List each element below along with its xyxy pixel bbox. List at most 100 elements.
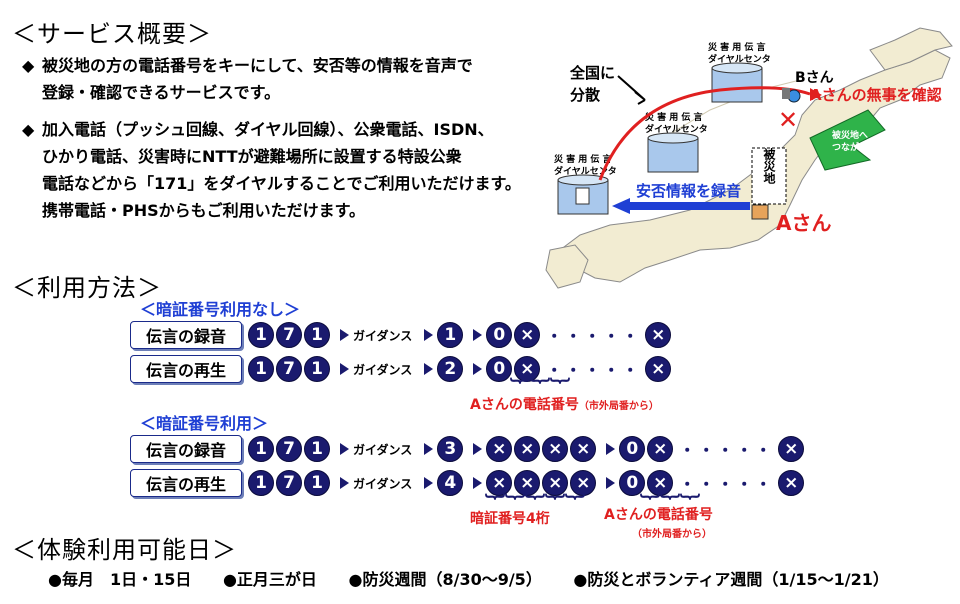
record-label-box: 伝言の録音 [130,435,242,463]
guidance-label: ガイダンス [353,328,413,343]
arrow-right-icon [424,363,434,375]
hokkaido-shape [869,27,953,71]
no-pin-title: ＜暗証番号利用なし＞ [140,300,301,319]
arrow-right-icon [340,443,349,455]
svg-text:つながりにくい: つながりにくい [832,141,895,153]
record-label: 安否情報を録音 [636,182,741,200]
digit-x: × [570,470,597,496]
trial-item-2: ●正月三が日 [222,570,317,589]
row-play-pin: 伝言の再生 1 7 1 ガイダンス 4 × × × × 0 × ・・・・・ × [130,468,806,498]
trial-item-4: ●防災とボランティア週間（1/15～1/21） [573,570,889,589]
busy-note-arrow: 被災地へ つながりにくい [809,109,895,171]
dots: ・・・・・ [546,327,642,346]
digit-x: × [647,470,674,496]
digit-x: × [486,436,513,462]
method-heading: ＜利用方法＞ [12,274,162,302]
phone-a-icon [751,204,769,220]
message-center-3-icon [557,174,609,215]
digit-x: × [514,322,541,348]
japan-land-shape [559,49,951,283]
digit-7: 7 [276,356,302,382]
kyushu-shape [545,244,589,289]
row-record-no-pin: 伝言の録音 1 7 1 ガイダンス 1 0 × ・・・・・ × [130,320,673,350]
arrow-right-icon [424,477,434,489]
digit-x: × [542,470,569,496]
record-arrow [612,198,750,214]
guidance-label: ガイダンス [353,362,413,377]
digit-1: 1 [304,470,330,496]
brace-phone-2: ︸︸︸ [640,492,700,516]
trial-days: ●毎月 1日・15日 ●正月三が日 ●防災週間（8/30～9/5） ●防災とボラ… [48,566,889,590]
person-b-label: Bさん [795,70,834,86]
guidance-label: ガイダンス [353,442,413,457]
row-play-no-pin: 伝言の再生 1 7 1 ガイダンス 2 0 × ・・・・・ × [130,354,673,384]
bullet-2-line-4: 携帯電話・PHSからもご利用いただけます。 [42,201,366,220]
person-a-label: Aさん [776,211,831,235]
note-pin: 暗証番号4桁 [470,511,550,527]
dots: ・・・・・ [679,475,775,494]
digit-1: 1 [304,436,330,462]
overview-heading: ＜サービス概要＞ [12,20,212,48]
digit-x: × [570,436,597,462]
digit-7: 7 [276,436,302,462]
disaster-area-box [751,147,787,205]
digit-1: 1 [437,322,464,348]
digit-x: × [645,356,672,382]
pin-title: ＜暗証番号利用＞ [140,414,269,433]
arrow-right-icon [340,329,349,341]
center-2-label-b: ダイヤルセンタ [645,123,708,135]
brace-pin: ︸︸︸︸︸ [485,492,585,516]
japan-map-diagram: 全国に 分散 災 害 用 伝 言 ダイヤルセンタ 災 害 用 伝 言 ダイヤルセ… [545,27,953,289]
trial-item-1: ●毎月 1日・15日 [48,570,192,589]
digit-0: 0 [486,322,513,348]
digit-4: 4 [437,470,464,496]
digit-0: 0 [486,356,513,382]
digit-x: × [486,470,513,496]
center-3-label-a: 災 害 用 伝 言 [553,153,612,165]
play-label-box: 伝言の再生 [130,469,242,497]
diamond-bullet-icon: ◆ [22,56,35,75]
dots: ・・・・・ [679,441,775,460]
digit-1: 1 [304,322,330,348]
center-1-label-b: ダイヤルセンタ [708,53,771,65]
trial-heading: ＜体験利用可能日＞ [12,536,237,564]
digit-x: × [645,322,672,348]
note-phone-2-small: （市外局番から） [632,529,712,540]
arrow-right-icon [340,363,349,375]
digit-1: 1 [248,436,274,462]
arrow-right-icon [424,329,434,341]
digit-1: 1 [248,322,274,348]
disaster-area-label: 被災地 [762,147,776,185]
diamond-bullet-icon: ◆ [22,120,35,139]
digit-0: 0 [619,470,646,496]
row-record-pin: 伝言の録音 1 7 1 ガイダンス 3 × × × × 0 × ・・・・・ × [130,434,806,464]
note-phone-1: Aさんの電話番号（市外局番から） [470,397,659,413]
brace-phone-1: ︸︸︸ [510,376,570,400]
overview-bullets: ◆被災地の方の電話番号をキーにして、安否等の情報を音声で 登録・確認できるサービ… [22,52,521,224]
digit-1: 1 [248,356,274,382]
digit-x: × [778,436,805,462]
blocked-x-icon: ✕ [778,106,798,134]
center-2-label-a: 災 害 用 伝 言 [644,111,703,123]
digit-x: × [514,436,541,462]
bullet-1-line-2: 登録・確認できるサービスです。 [42,83,281,102]
distribute-label-2: 分散 [570,86,601,104]
bullet-2-line-2: ひかり電話、災害時にNTTが避難場所に設置する特設公衆 [42,147,462,166]
phone-b-icon [782,88,790,99]
digit-7: 7 [276,322,302,348]
arrow-right-icon [473,329,483,341]
record-label-box: 伝言の録音 [130,321,242,349]
arrow-right-icon [473,363,483,375]
trial-item-3: ●防災週間（8/30～9/5） [348,570,542,589]
digit-7: 7 [276,470,302,496]
svg-text:被災地へ: 被災地へ [832,129,868,141]
message-center-1-icon [711,62,763,103]
bullet-2-line-1: ◆加入電話（プッシュ回線、ダイヤル回線）、公衆電話、ISDN、 [22,116,521,143]
digit-1: 1 [248,470,274,496]
dots: ・・・・・ [546,361,642,380]
digit-x: × [542,436,569,462]
confirm-label: Aさんの無事を確認 [810,86,942,104]
digit-2: 2 [437,356,464,382]
play-label-box: 伝言の再生 [130,355,242,383]
arrow-right-icon [473,477,483,489]
